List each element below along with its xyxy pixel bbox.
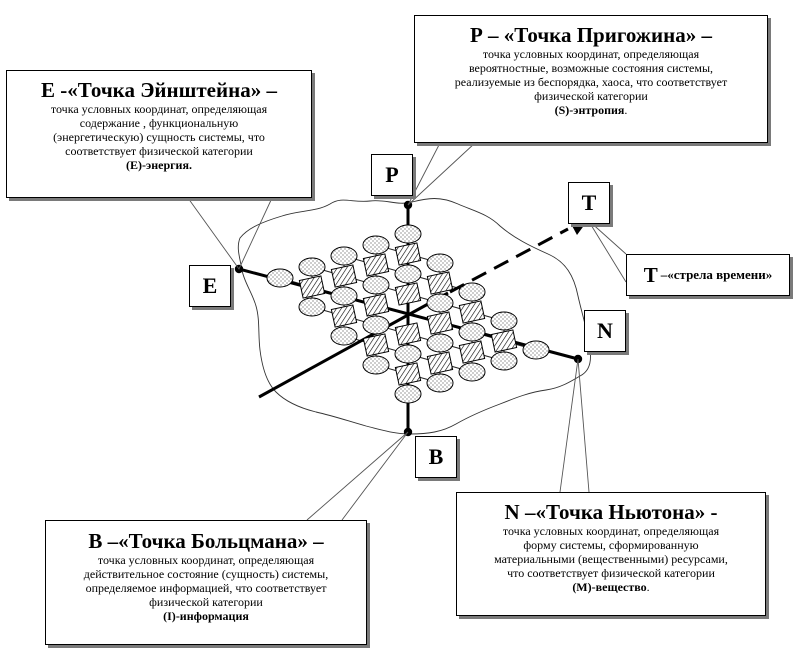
lattice-node-dotted [330,326,358,346]
einstein-line-2: содержание , функциональную [79,116,239,130]
prigogine-line-2: вероятностные, возможные состояния систе… [468,61,714,75]
lattice-node-dotted [458,322,486,342]
lattice-node-dotted [362,315,390,335]
prigogine-line-3: реализуемые из беспорядка, хаоса, что со… [454,75,728,89]
label-b: B [415,436,457,478]
lattice-node-hatched [298,275,326,299]
lattice-node-dotted [522,340,550,360]
callout-prigogine: Р – «Точка Пригожина» – точка условных к… [414,15,768,143]
einstein-category: (Е)-энергия. [7,158,311,173]
lattice-node-hatched [330,264,358,288]
time-text: –«стрела времени» [660,267,773,282]
boltzmann-title: В –«Точка Больцмана» – [88,529,324,553]
lattice-node-hatched [394,362,422,386]
boltzmann-category: (I)-информация [46,609,366,624]
newton-category-end: . [646,580,650,594]
lattice-node-hatched [330,304,358,328]
lattice-node-hatched [458,340,486,364]
lattice-node-dotted [426,333,454,353]
newton-title: N –«Точка Ньютона» - [504,500,718,524]
lattice-node-hatched [394,322,422,346]
einstein-category-name: -энергия. [142,158,192,172]
boltzmann-line-1: точка условных координат, определяющая [97,553,315,567]
lattice-node-hatched [362,333,390,357]
prigogine-title: Р – «Точка Пригожина» – [469,23,712,47]
prigogine-category-name: -энтропия [569,103,625,117]
newton-category-code: (М) [572,580,592,594]
boltzmann-category-code: (I) [163,609,176,623]
callout-newton: N –«Точка Ньютона» - точка условных коор… [456,492,766,616]
prigogine-line-1: точка условных координат, определяющая [482,47,700,61]
label-p: P [371,154,413,196]
lattice-node-hatched [362,293,390,317]
label-n: N [584,310,626,352]
newton-line-1: точка условных координат, определяющая [502,524,720,538]
callout-boltzmann: В –«Точка Больцмана» – точка условных ко… [45,520,367,645]
lattice-node-dotted [298,297,326,317]
lattice-node-dotted [426,253,454,273]
lattice-node-dotted [490,351,518,371]
lattice-node-dotted [362,275,390,295]
lattice-node-dotted [298,257,326,277]
lattice-node-dotted [394,384,422,404]
time-arrow-tail [258,291,449,399]
lattice-node-hatched [426,271,454,295]
boltzmann-category-name: -информация [175,609,249,623]
boltzmann-line-4: физической категории [149,595,263,609]
lattice-node-hatched [426,311,454,335]
lattice-node-hatched [458,300,486,324]
prigogine-line-4: физической категории [534,89,648,103]
pointer-einstein [187,197,273,270]
callout-einstein: E -«Точка Эйнштейна» – точка условных ко… [6,70,312,198]
lattice-node-dotted [458,362,486,382]
prigogine-category-end: . [624,103,628,117]
boltzmann-line-3: определяемое информацией, что соответств… [85,581,327,595]
lattice-node-dotted [394,224,422,244]
newton-category-name: -вещество [591,580,647,594]
lattice-node-hatched [490,329,518,353]
newton-line-4: что соответствует физической категории [507,566,715,580]
pointer-newton [559,358,590,493]
pointer-prigogine [407,142,476,206]
lattice-node-dotted [362,355,390,375]
lattice-node-dotted [426,293,454,313]
lattice-node-dotted [394,264,422,284]
lattice-node-hatched [394,282,422,306]
time-arrow-dashed [449,227,569,294]
pointer-time [587,219,627,283]
boltzmann-line-2: действительное состояние (сущность) сист… [83,567,329,581]
lattice-node-dotted [362,235,390,255]
einstein-line-4: соответствует физической категории [65,144,253,158]
einstein-title: E -«Точка Эйнштейна» – [41,78,277,102]
prigogine-category: (S)-энтропия. [415,103,767,118]
lattice-node-hatched [426,351,454,375]
lattice-node-hatched [362,253,390,277]
pointer-boltzmann [306,431,409,521]
newton-line-2: форму системы, сформированную [523,538,699,552]
lattice-node-dotted [394,344,422,364]
newton-line-3: материальными (вещественными) ресурсами, [494,552,728,566]
lattice-node-dotted [330,286,358,306]
lattice-node-dotted [266,268,294,288]
lattice-node-dotted [490,311,518,331]
einstein-line-3: (энергетическую) сущность системы, что [53,130,265,144]
lattice-nodes [266,224,550,404]
prigogine-category-code: (S) [554,103,570,117]
lattice-node-dotted [330,246,358,266]
newton-category: (М)-вещество. [457,580,765,595]
time-letter: Т [643,262,658,287]
system-boundary [237,198,591,435]
einstein-category-code: (Е) [126,158,143,172]
label-e: E [189,265,231,307]
lattice-node-dotted [458,282,486,302]
callout-time: Т –«стрела времени» [626,254,790,296]
einstein-line-1: точка условных координат, определяющая [50,102,268,116]
lattice-node-dotted [426,373,454,393]
label-t: T [568,182,610,224]
lattice-node-hatched [394,242,422,266]
